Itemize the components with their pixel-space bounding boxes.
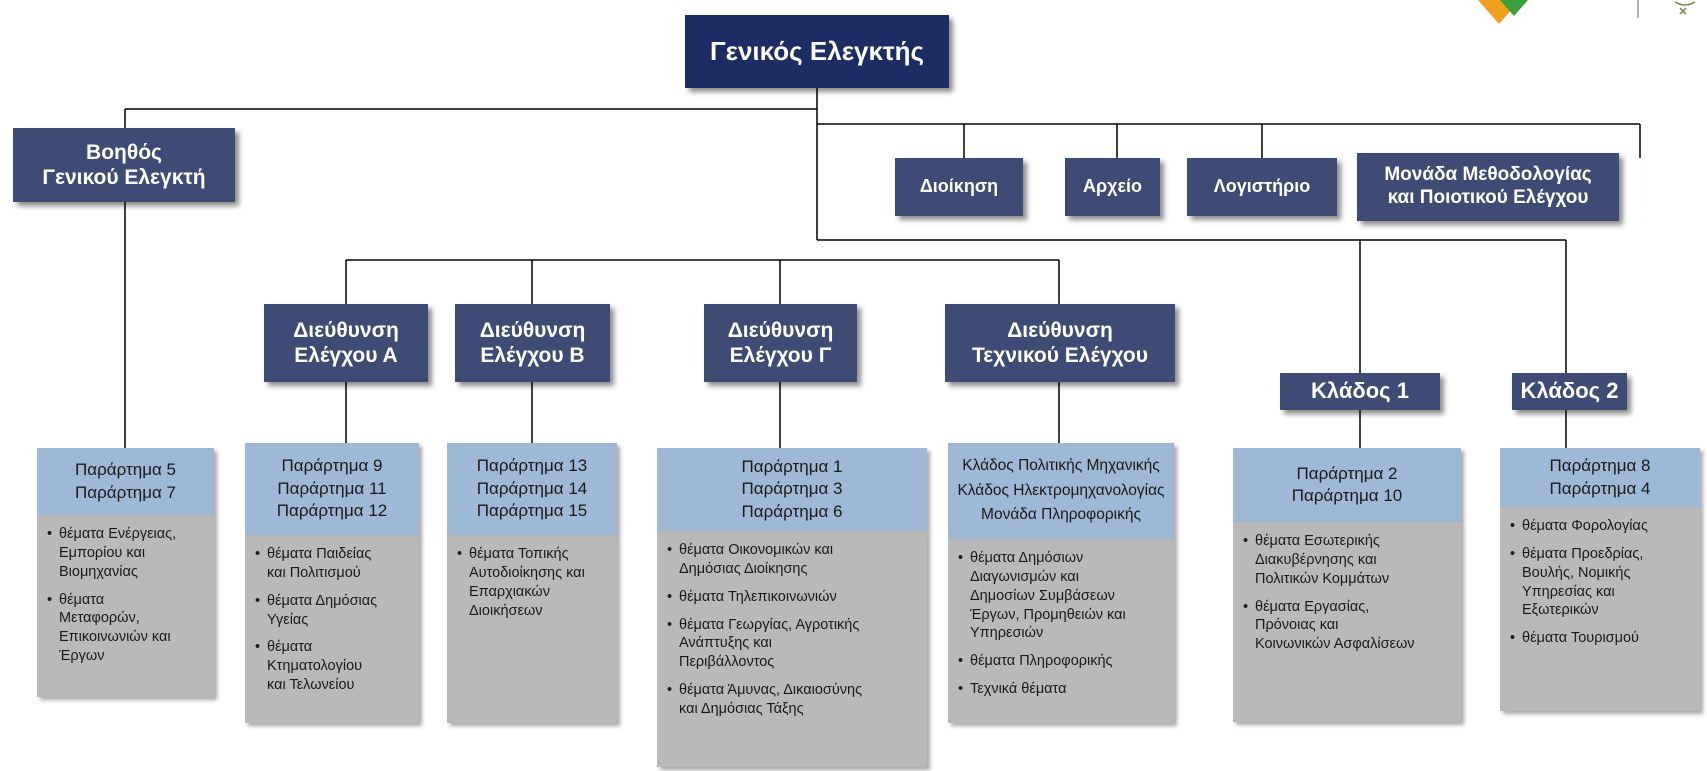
topics-box: θέματα Δημόσιων Διαγωνισμών και Δημοσίων… (948, 539, 1174, 723)
branch-2-box: Κλάδος 2 (1512, 373, 1627, 410)
topic-item: θέματα Κτηματολογίου και Τελωνείου (255, 638, 409, 695)
topic-item: θέματα Ενέργειας, Εμπορίου και Βιομηχανί… (47, 525, 204, 582)
topic-item: θέματα Μεταφορών, Επικοινωνιών και Έργων (47, 591, 204, 666)
topics-list: θέματα Δημόσιων Διαγωνισμών και Δημοσίων… (958, 549, 1164, 699)
annex-box: Παράρτημα 1 Παράρτημα 3 Παράρτημα 6 (657, 448, 927, 531)
accounting-box: Λογιστήριο (1187, 158, 1337, 216)
general-auditor-label: Γενικός Ελεγκτής (709, 36, 925, 66)
topic-item: θέματα Οικονομικών και Δημόσιας Διοίκηση… (667, 541, 917, 579)
administration-box: Διοίκηση (895, 158, 1023, 216)
organization-logo (1478, 0, 1696, 24)
topic-item: θέματα Τηλεπικοινωνιών (667, 588, 917, 607)
topics-box: θέματα Τοπικής Αυτοδιοίκησης και Επαρχια… (447, 535, 617, 723)
methodology-unit-label: Μονάδα Μεθοδολογίας και Ποιοτικού Ελέγχο… (1384, 164, 1592, 208)
topics-box: θέματα Ενέργειας, Εμπορίου και Βιομηχανί… (37, 515, 214, 697)
logo-green-shape (1500, 0, 1528, 16)
directorate-g-label: Διεύθυνση Ελέγχου Γ (727, 318, 834, 367)
archive-label: Αρχείο (1082, 176, 1143, 197)
branch-2-label: Κλάδος 2 (1520, 378, 1619, 404)
annex-box: Παράρτημα 2 Παράρτημα 10 (1233, 448, 1461, 522)
directorate-g-box: Διεύθυνση Ελέγχου Γ (704, 304, 857, 382)
branch-1-box: Κλάδος 1 (1280, 373, 1440, 410)
topic-item: θέματα Τοπικής Αυτοδιοίκησης και Επαρχια… (457, 545, 607, 620)
topic-item: θέματα Τουρισμού (1510, 629, 1690, 648)
topics-box: θέματα Παιδείας και Πολιτισμού θέματα Δη… (245, 535, 419, 723)
directorate-technical-box: Διεύθυνση Τεχνικού Ελέγχου (945, 304, 1175, 382)
assistant-auditor-box: Βοηθός Γενικού Ελεγκτή (13, 128, 235, 202)
emblem-icon (1674, 1, 1696, 15)
annex-box: Παράρτημα 8 Παράρτημα 4 (1500, 448, 1700, 507)
annex-box: Παράρτημα 5 Παράρτημα 7 (37, 448, 214, 515)
annex-list: Παράρτημα 8 Παράρτημα 4 (1549, 456, 1651, 498)
assistant-auditor-label: Βοηθός Γενικού Ελεγκτή (42, 140, 206, 189)
topic-item: θέματα Πληροφορικής (958, 652, 1164, 671)
directorate-b-box: Διεύθυνση Ελέγχου Β (455, 304, 610, 382)
topics-list: θέματα Οικονομικών και Δημόσιας Διοίκηση… (667, 541, 917, 719)
topics-box: θέματα Φορολογίας θέματα Προεδρίας, Βουλ… (1500, 507, 1700, 711)
topics-box: θέματα Εσωτερικής Διακυβέρνησης και Πολι… (1233, 522, 1461, 722)
topic-item: θέματα Άμυνας, Δικαιοσύνης και Δημόσιας … (667, 681, 917, 719)
annex-box: Κλάδος Πολιτικής Μηχανικής Κλάδος Ηλεκτρ… (948, 443, 1174, 539)
accounting-label: Λογιστήριο (1213, 176, 1311, 197)
topic-item: θέματα Εργασίας, Πρόνοιας και Κοινωνικών… (1243, 598, 1451, 655)
topics-list: θέματα Ενέργειας, Εμπορίου και Βιομηχανί… (47, 525, 204, 666)
methodology-unit-box: Μονάδα Μεθοδολογίας και Ποιοτικού Ελέγχο… (1357, 153, 1619, 221)
topic-item: θέματα Δημόσιας Υγείας (255, 592, 409, 630)
topic-item: θέματα Δημόσιων Διαγωνισμών και Δημοσίων… (958, 549, 1164, 643)
branch-1-label: Κλάδος 1 (1311, 378, 1409, 404)
topics-list: θέματα Παιδείας και Πολιτισμού θέματα Δη… (255, 545, 409, 695)
annex-list: Παράρτημα 2 Παράρτημα 10 (1291, 463, 1403, 505)
annex-list: Παράρτημα 13 Παράρτημα 14 Παράρτημα 15 (476, 456, 588, 521)
directorate-technical-label: Διεύθυνση Τεχνικού Ελέγχου (972, 318, 1148, 367)
topic-item: θέματα Παιδείας και Πολιτισμού (255, 545, 409, 583)
annex-list: Παράρτημα 1 Παράρτημα 3 Παράρτημα 6 (741, 456, 843, 521)
annex-list: Παράρτημα 5 Παράρτημα 7 (74, 460, 176, 502)
topic-item: θέματα Γεωργίας, Αγροτικής Ανάπτυξης και… (667, 616, 917, 673)
topics-list: θέματα Εσωτερικής Διακυβέρνησης και Πολι… (1243, 532, 1451, 654)
annex-list: Παράρτημα 9 Παράρτημα 11 Παράρτημα 12 (276, 456, 388, 521)
general-auditor-box: Γενικός Ελεγκτής (685, 15, 949, 88)
directorate-a-label: Διεύθυνση Ελέγχου Α (293, 318, 399, 367)
directorate-a-box: Διεύθυνση Ελέγχου Α (264, 304, 428, 382)
annex-list: Κλάδος Πολιτικής Μηχανικής Κλάδος Ηλεκτρ… (957, 456, 1165, 524)
topics-box: θέματα Οικονομικών και Δημόσιας Διοίκηση… (657, 531, 927, 767)
topic-item: θέματα Φορολογίας (1510, 517, 1690, 536)
administration-label: Διοίκηση (919, 176, 999, 197)
directorate-b-label: Διεύθυνση Ελέγχου Β (479, 318, 586, 367)
topics-list: θέματα Φορολογίας θέματα Προεδρίας, Βουλ… (1510, 517, 1690, 648)
annex-box: Παράρτημα 13 Παράρτημα 14 Παράρτημα 15 (447, 443, 617, 535)
annex-box: Παράρτημα 9 Παράρτημα 11 Παράρτημα 12 (245, 443, 419, 535)
archive-box: Αρχείο (1065, 158, 1160, 216)
topics-list: θέματα Τοπικής Αυτοδιοίκησης και Επαρχια… (457, 545, 607, 620)
topic-item: θέματα Εσωτερικής Διακυβέρνησης και Πολι… (1243, 532, 1451, 589)
topic-item: θέματα Προεδρίας, Βουλής, Νομικής Υπηρεσ… (1510, 545, 1690, 620)
topic-item: Τεχνικά θέματα (958, 680, 1164, 699)
